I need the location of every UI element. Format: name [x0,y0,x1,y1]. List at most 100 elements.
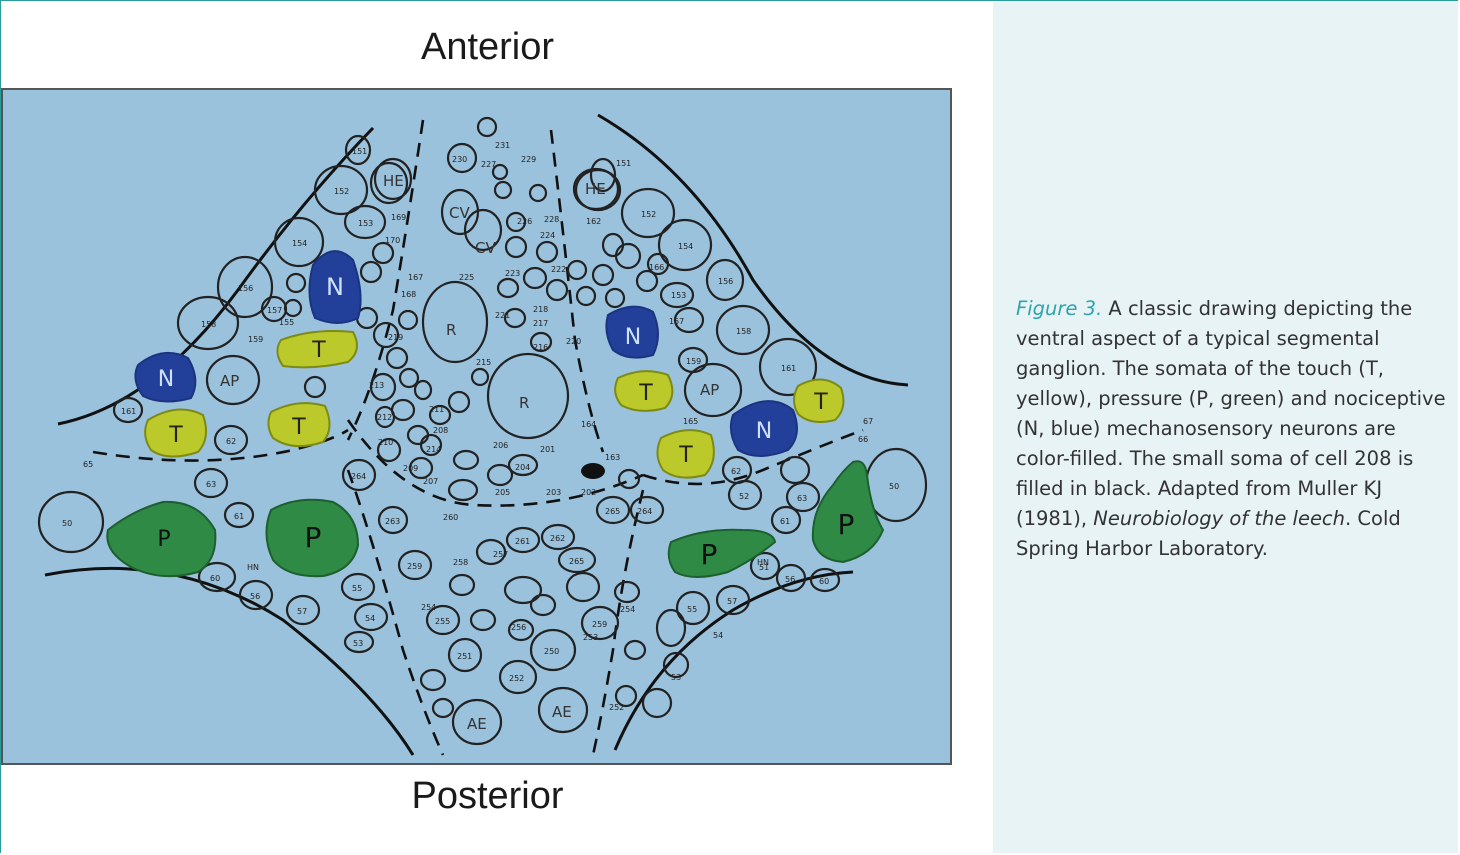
cell-number: 211 [429,405,444,414]
cell-number: 265 [569,557,584,566]
cell-outline [641,687,673,719]
cell-number: 203 [546,488,561,497]
n-label: N [625,325,641,350]
cell-outline [340,572,376,602]
pressure-neuron-right [811,460,885,564]
cell-outline [529,593,557,617]
cell-outline [535,240,559,264]
cell-outline [589,157,617,193]
cell-number: 264 [637,507,652,516]
cell-number: 156 [718,277,733,286]
cell-outline [421,280,489,364]
cell-number: 52 [739,492,749,501]
cell-outline [359,260,383,284]
cell-number: 157 [267,306,282,315]
cell-outline [629,495,665,525]
cell-number: 167 [408,273,423,282]
cell-number: 158 [201,320,216,329]
cell-outline [646,252,670,276]
cell-outline [374,405,396,429]
cell-number: 229 [521,155,536,164]
cell-outline [343,630,375,654]
cell-number: 163 [605,453,620,462]
he-cell-right [572,167,620,211]
cell-outline [491,163,509,181]
cell-outline [779,455,811,485]
cell-outline [498,659,538,695]
cell-outline [112,396,144,424]
cell-outline [397,549,433,581]
cell-number: 209 [403,464,418,473]
t-label: T [678,443,693,468]
cell-number: 56 [250,592,260,601]
cell-outline [486,352,570,440]
cell-number: 61 [780,517,790,526]
cell-outline [398,367,420,389]
cell-outline [758,337,818,397]
cell-number: 214 [426,445,441,454]
cell-number: 257 [493,550,508,559]
cell-number: 204 [515,463,530,472]
touch-neuron-far-left [144,408,208,458]
cell-outline [657,218,713,272]
cell-outline [283,298,303,318]
cell-number: 228 [544,215,559,224]
cell-outline [451,698,503,746]
cell-outline [507,453,539,477]
cell-outline [503,307,527,329]
cell-outline [313,164,369,216]
cell-outline [486,463,514,487]
cell-number: 161 [781,364,796,373]
dash-right-lower [591,489,645,756]
cell-outline [809,567,841,593]
cell-number: 265 [605,507,620,516]
cell-outline [655,608,687,648]
cell-number: 62 [226,437,236,446]
touch-neuron-upper-left [276,330,358,369]
cell-outline [662,651,690,679]
cell-number: 66 [858,435,868,444]
p-label: P [838,508,855,541]
cell-number: 153 [358,219,373,228]
cell-outline [566,259,588,281]
ae-label-right: AE [552,703,572,721]
dash-left-lower [346,469,445,756]
cell-number: 223 [505,269,520,278]
touch-neuron-right-mid [614,370,674,412]
cell-outline [504,235,528,259]
cell-outline [377,505,409,535]
cell-outline [431,697,455,719]
cell-number: 57 [727,597,737,606]
he-label-left: HE [383,172,404,190]
cell-outline [176,295,240,351]
boundary-lower-left [44,566,415,756]
cell-outline [213,424,249,456]
cell-number: 166 [649,263,664,272]
cell-outline [604,287,626,309]
caption-tail: . Cold Spring Harbor Laboratory. [1016,507,1401,560]
cell-outline [635,269,659,293]
cell-number: 252 [509,674,524,683]
n-label: N [326,273,344,301]
n-label: N [158,367,174,392]
cell-number: 54 [365,614,375,623]
cell-outline [595,495,631,525]
dash-center-arc [346,419,644,507]
cell-outline [614,684,638,708]
nociceptive-neuron-right [605,305,659,359]
cell-outline [446,142,478,174]
he-label-right: HE [585,180,606,198]
cell-number: 224 [540,231,555,240]
cell-outline [715,584,751,616]
cv-label-upper: CV [449,204,470,222]
cell-outline [749,551,781,581]
cell-outline [770,505,802,535]
cell-number: 208 [433,426,448,435]
n-label: N [756,419,772,444]
cell-outline [448,573,476,597]
nociceptive-neuron-left [308,250,362,324]
cell-outline [428,404,452,426]
cell-number: 55 [687,605,697,614]
cell-outline [659,281,695,309]
p-label: P [701,538,718,571]
